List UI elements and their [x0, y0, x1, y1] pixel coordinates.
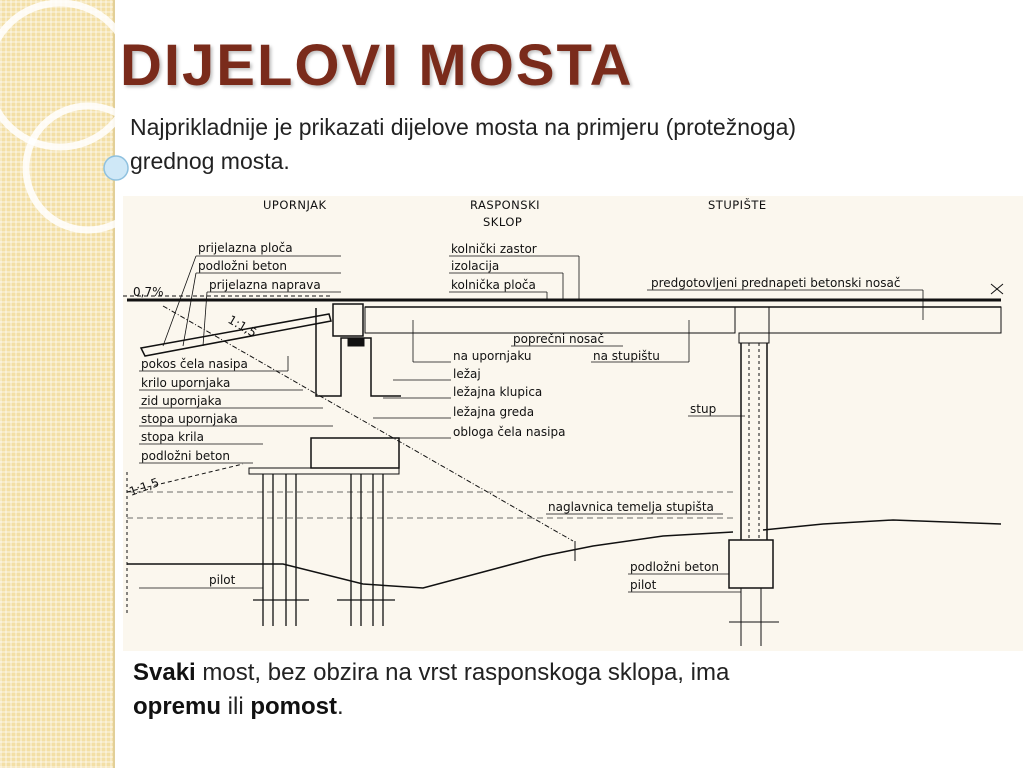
label-lezajna-klupica: ležajna klupica	[453, 385, 542, 399]
label-podlozni-beton-upper: podložni beton	[198, 259, 287, 273]
bottom-text: Svaki most, bez obzira na vrst rasponsko…	[133, 656, 893, 724]
label-na-stupistu: na stupištu	[593, 349, 660, 363]
slide-subtitle: Najprikladnije je prikazati dijelove mos…	[130, 114, 797, 174]
label-kolnicka-ploca: kolnička ploča	[451, 278, 536, 292]
bottom-text-part-2: ili	[221, 693, 251, 720]
bold-word-pomost: pomost	[250, 693, 338, 720]
bold-word-svaki: Svaki	[133, 659, 196, 686]
label-lezaj: ležaj	[453, 367, 481, 381]
bottom-text-part-3: .	[337, 693, 344, 720]
label-stopa-krila: stopa krila	[141, 430, 204, 444]
label-lezajna-greda: ležajna greda	[453, 405, 534, 419]
slide-title: DIJELOVI MOSTA	[120, 33, 634, 98]
slope-label-lower: 1:1,5	[127, 475, 161, 499]
header-stupiste: STUPIŠTE	[708, 197, 767, 212]
decorative-side-strip	[0, 0, 113, 768]
label-naglavnica-temelja-stupista: naglavnica temelja stupišta	[548, 500, 714, 514]
label-krilo-upornjaka: krilo upornjaka	[141, 376, 230, 390]
header-upornjak: UPORNJAK	[263, 198, 327, 212]
header-sklop: SKLOP	[483, 215, 522, 229]
label-prijelazna-ploca: prijelazna ploča	[198, 241, 293, 255]
header-rasponski: RASPONSKI	[470, 198, 540, 212]
strip-edge	[113, 0, 115, 768]
slope-label-upper: 1:1,5	[226, 312, 260, 340]
label-zid-upornjaka: zid upornjaka	[141, 394, 222, 408]
label-poprecni-nosac: poprečni nosač	[513, 332, 604, 346]
label-obloga-cela-nasipa: obloga čela nasipa	[453, 425, 565, 439]
label-podlozni-beton-left: podložni beton	[141, 449, 230, 463]
decorative-circles	[0, 0, 154, 234]
label-stup: stup	[690, 402, 716, 416]
label-prijelazna-naprava: prijelazna naprava	[209, 278, 321, 292]
label-na-upornjaku: na upornjaku	[453, 349, 532, 363]
label-stopa-upornjaka: stopa upornjaka	[141, 412, 238, 426]
label-kolnicki-zastor: kolnički zastor	[451, 242, 537, 256]
blue-dot-icon	[103, 155, 129, 181]
bottom-text-part-1: most, bez obzira na vrst rasponskoga skl…	[195, 659, 730, 686]
label-pilot-left: pilot	[209, 573, 236, 587]
bridge-diagram: UPORNJAK RASPONSKI SKLOP STUPIŠTE 0,7% 1…	[123, 196, 1023, 651]
label-pokos-cela-nasipa: pokos čela nasipa	[141, 357, 248, 371]
label-predgotovljeni-nosac: predgotovljeni prednapeti betonski nosač	[651, 276, 900, 290]
label-pilot-right: pilot	[630, 578, 657, 592]
label-izolacija: izolacija	[451, 259, 499, 273]
bold-word-opremu: opremu	[133, 693, 222, 720]
slope-label-deck: 0,7%	[133, 285, 164, 299]
label-podlozni-beton-right: podložni beton	[630, 560, 719, 574]
